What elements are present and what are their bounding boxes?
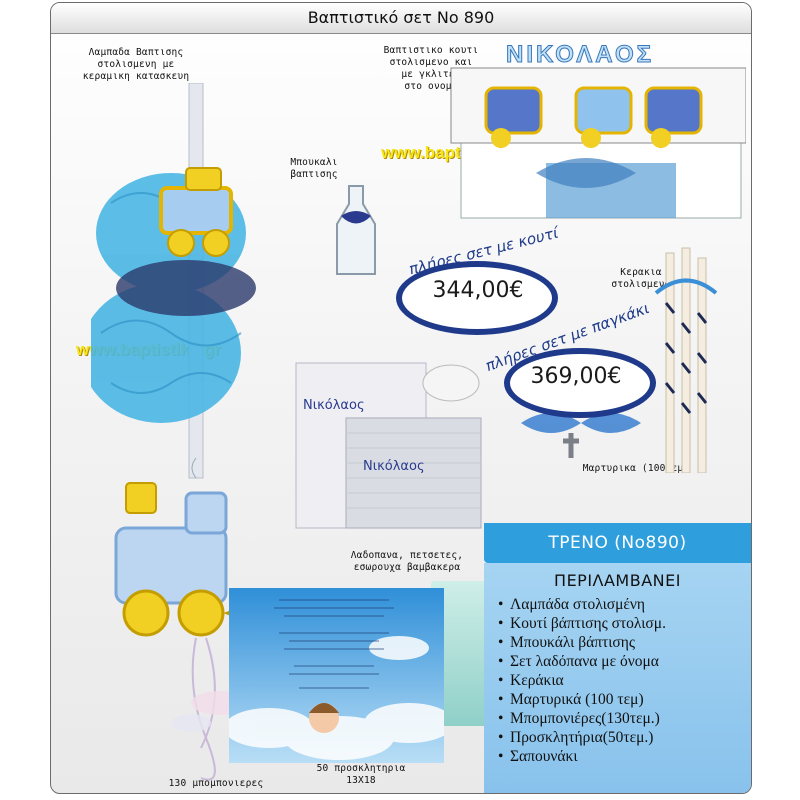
- list-item: Κεράκια: [498, 671, 748, 690]
- towel-name-2: Νικόλαος: [363, 459, 425, 474]
- bottle-label: Μπουκαλι βαπτισης: [290, 157, 338, 180]
- towel-name-1: Νικόλαος: [303, 398, 365, 413]
- list-item: Λαμπάδα στολισμένη: [498, 595, 748, 614]
- baptism-bottle-image: [336, 185, 376, 275]
- price-box-value: 344,00€: [432, 278, 524, 303]
- decorated-candle-image: [91, 83, 256, 479]
- list-item: Προσκλητήρια(50τεμ.): [498, 728, 748, 747]
- linens-label: Λαδοπανα, πετσετες, εσωρουχα βαμβακερα: [350, 550, 464, 573]
- list-item: Σετ λαδόπανα με όνομα: [498, 652, 748, 671]
- invitation-card-image: [229, 588, 444, 763]
- price-bench-value: 369,00€: [530, 364, 622, 389]
- list-item: Μπομπονιέρες(130τεμ.): [498, 709, 748, 728]
- invitations-label: 50 προσκλητηρια 13Χ18: [316, 763, 406, 786]
- list-item: Μαρτυρικά (100 τεμ): [498, 690, 748, 709]
- linens-towels-image: [295, 362, 482, 529]
- decorated-box-image: [450, 67, 746, 219]
- package-items-list: Λαμπάδα στολισμένη Κουτί βάπτισης στολισ…: [498, 595, 748, 766]
- box-train-icons: [484, 86, 703, 148]
- small-candles-label: Κερακια στολισμενα: [611, 267, 671, 290]
- box-name-text: ΝΙΚΟΛΑΟΣ: [505, 41, 655, 69]
- product-frame: Βαπτιστικό σετ Νο 890 Λαμπαδα Βαπτισης σ…: [50, 2, 752, 794]
- witness-favor-image: [521, 413, 641, 458]
- page-title: Βαπτιστικό σετ Νο 890: [51, 3, 751, 34]
- package-contents-box: ΠΕΡΙΛΑΜΒΑΝΕΙ Λαμπάδα στολισμένη Κουτί βά…: [484, 563, 751, 793]
- bonbonnieres-label: 130 μπομπονιερες: [168, 778, 264, 789]
- candle-label: Λαμπαδα Βαπτισης στολισμενη με κεραμικη …: [82, 47, 190, 82]
- package-header: ΤΡΕΝΟ (Νο890): [484, 523, 751, 563]
- ceramic-train-icon: [159, 167, 233, 257]
- package-title: ΠΕΡΙΛΑΜΒΑΝΕΙ: [554, 571, 681, 590]
- box-label: Βαπτιστικο κουτι στολισμενο και με γκλιτ…: [383, 45, 479, 92]
- small-candles-image: [654, 247, 718, 473]
- witness-favors-label: Μαρτυρικα (100τεμ): [582, 463, 690, 474]
- price-bench-oval: [504, 348, 656, 418]
- list-item: Κουτί βάπτισης στολισμ.: [498, 614, 748, 633]
- list-item: Σαπουνάκι: [498, 747, 748, 766]
- list-item: Μπουκάλι βάπτισης: [498, 633, 748, 652]
- price-box-oval: [396, 261, 558, 335]
